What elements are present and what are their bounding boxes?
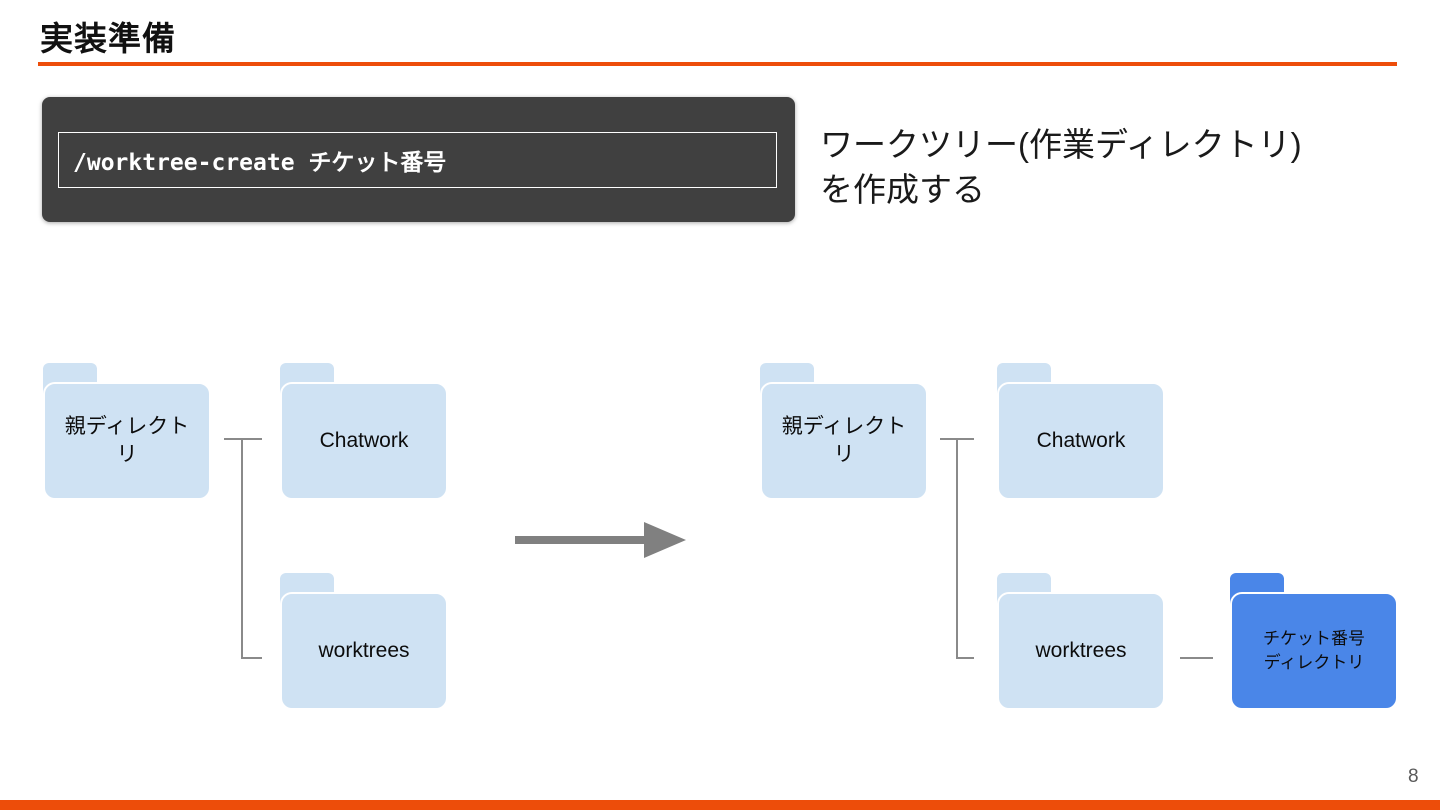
folder-ticket-directory: チケット番号 ディレクトリ <box>1230 573 1398 711</box>
page-number: 8 <box>1408 766 1419 787</box>
command-terminal-box: /worktree-create チケット番号 <box>42 97 795 222</box>
folder-before-worktrees: worktrees <box>280 573 448 711</box>
description-line-1: ワークツリー(作業ディレクトリ) <box>820 126 1302 163</box>
connector-before-vertical <box>241 438 243 659</box>
connector-before-bottom <box>241 657 262 659</box>
description-line-2: を作成する <box>820 171 985 208</box>
folder-after-worktrees: worktrees <box>997 573 1165 711</box>
folder-before-worktrees-label: worktrees <box>318 639 410 662</box>
folder-before-parent: 親ディレクトリ <box>43 363 211 501</box>
folder-before-chatwork-label: Chatwork <box>319 429 409 452</box>
connector-before-top <box>224 438 262 440</box>
folder-after-worktrees-label: worktrees <box>1035 639 1127 662</box>
command-input-frame: /worktree-create チケット番号 <box>58 132 777 188</box>
ticket-folder-line-1: チケット番号 <box>1263 629 1365 648</box>
page-title: 実装準備 <box>40 20 176 57</box>
transition-arrow-shaft <box>515 536 647 544</box>
connector-after-bottom <box>956 657 974 659</box>
folder-after-parent-label: 親ディレクトリ <box>781 415 907 466</box>
folder-after-parent: 親ディレクトリ <box>760 363 928 501</box>
folder-before-parent-label: 親ディレクトリ <box>64 415 190 466</box>
connector-worktrees-to-ticket <box>1180 657 1213 659</box>
command-text: /worktree-create チケット番号 <box>73 150 447 176</box>
folder-ticket-directory-label: チケット番号 ディレクトリ <box>1239 627 1389 675</box>
folder-before-chatwork: Chatwork <box>280 363 448 501</box>
title-underline <box>38 62 1397 66</box>
connector-after-vertical <box>956 438 958 659</box>
slide-description: ワークツリー(作業ディレクトリ) を作成する <box>820 122 1302 212</box>
folder-after-chatwork-label: Chatwork <box>1036 429 1126 452</box>
bottom-accent-bar <box>0 800 1440 810</box>
transition-arrow-head-icon <box>644 522 686 558</box>
folder-after-chatwork: Chatwork <box>997 363 1165 501</box>
ticket-folder-line-2: ディレクトリ <box>1263 653 1365 672</box>
